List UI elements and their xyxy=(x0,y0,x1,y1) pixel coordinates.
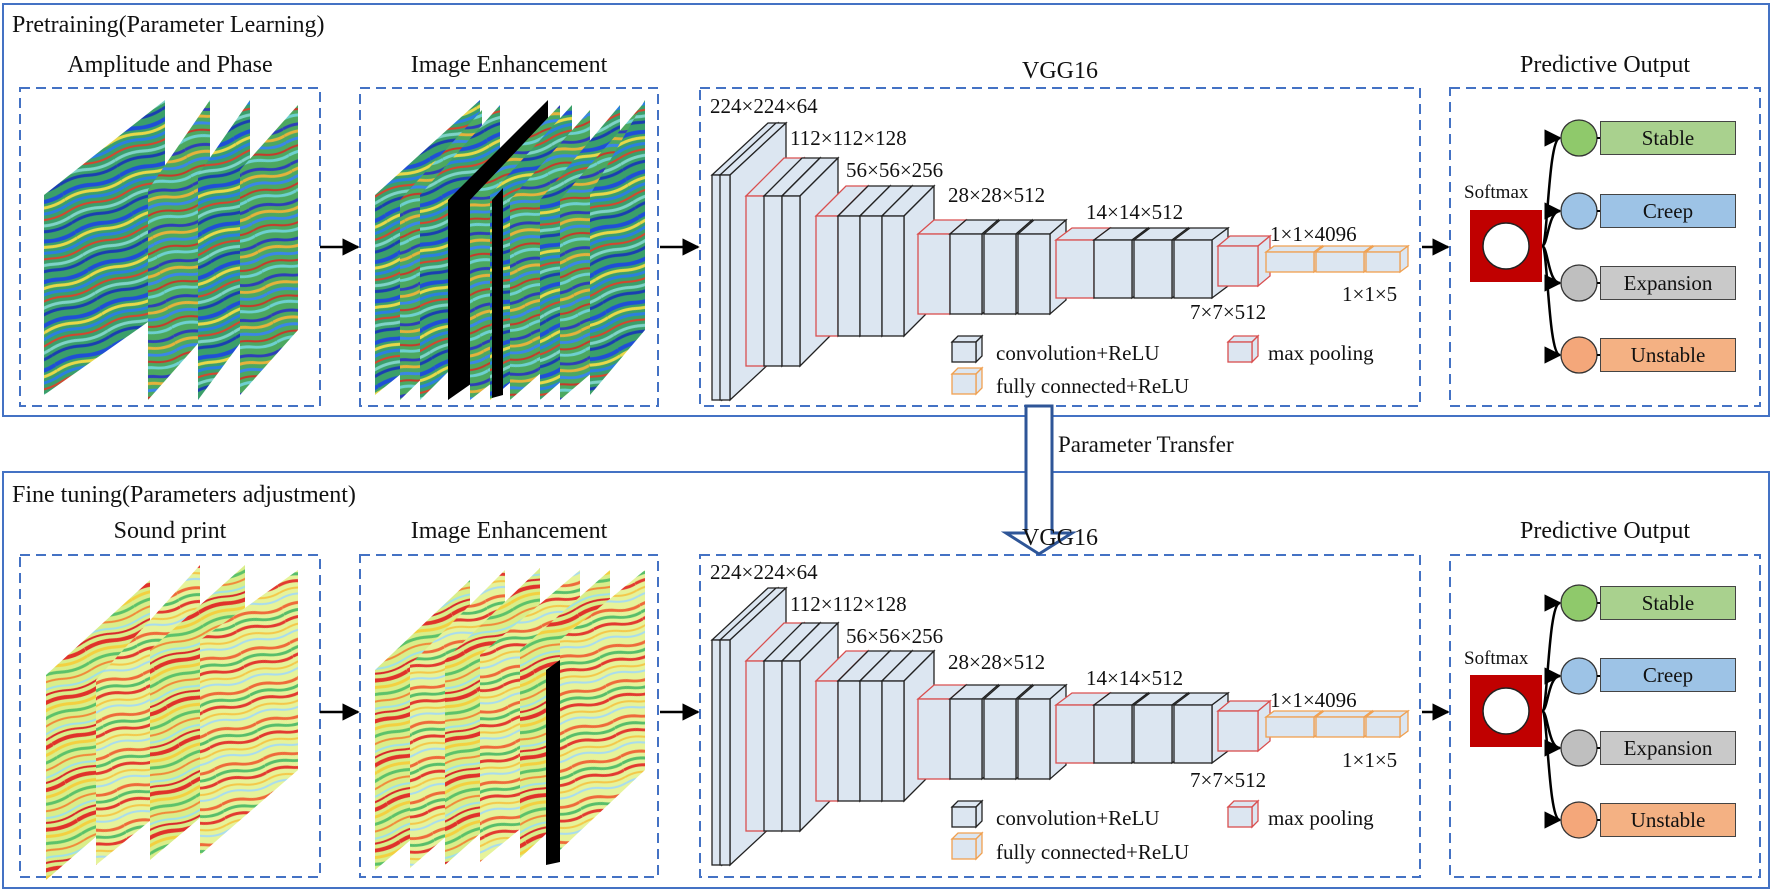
top-fc3 xyxy=(1364,244,1410,274)
bottom-enhanced-images xyxy=(375,568,645,870)
bottom-legend-fc-icon xyxy=(950,831,984,861)
top-legend-pool-icon xyxy=(1226,334,1260,364)
bottom-legend-conv-label: convolution+ReLU xyxy=(996,806,1160,830)
bottom-predictive-output-title: Predictive Output xyxy=(1520,518,1690,544)
parameter-transfer-label: Parameter Transfer xyxy=(1058,432,1234,457)
sound-print-title: Sound print xyxy=(113,518,227,544)
top-dim-4096: 1×1×4096 xyxy=(1270,222,1357,246)
top-dim-5: 1×1×5 xyxy=(1342,282,1398,306)
bottom-fc3 xyxy=(1364,709,1410,739)
top-softmax-label: Softmax xyxy=(1464,182,1529,203)
finetuning-panel xyxy=(2,471,1770,889)
bottom-softmax-node xyxy=(1482,687,1530,735)
top-node-expansion xyxy=(1560,264,1598,302)
top-class-expansion: Expansion xyxy=(1600,266,1736,300)
top-legend-conv-label: convolution+ReLU xyxy=(996,341,1160,365)
bottom-dim-56: 56×56×256 xyxy=(846,624,944,648)
bottom-dim-4096: 1×1×4096 xyxy=(1270,688,1357,712)
bottom-dim-28: 28×28×512 xyxy=(948,650,1046,674)
vgg16-bottom-network xyxy=(710,586,1410,867)
bottom-class-stable: Stable xyxy=(1600,586,1736,620)
bottom-class-unstable: Unstable xyxy=(1600,803,1736,837)
sound-print-images xyxy=(46,565,298,880)
pretraining-panel-label: Pretraining(Parameter Learning) xyxy=(12,12,325,38)
top-pool5 xyxy=(1216,234,1272,288)
top-class-creep: Creep xyxy=(1600,194,1736,228)
bottom-fc1 xyxy=(1264,709,1324,739)
bottom-legend-pool-label: max pooling xyxy=(1268,806,1374,830)
finetuning-panel-label: Fine tuning(Parameters adjustment) xyxy=(12,482,356,508)
top-class-unstable: Unstable xyxy=(1600,338,1736,372)
bottom-enhancement-title: Image Enhancement xyxy=(410,518,608,544)
bottom-fc2 xyxy=(1314,709,1374,739)
bottom-class-expansion: Expansion xyxy=(1600,731,1736,765)
top-dim-224: 224×224×64 xyxy=(710,94,818,118)
bottom-legend-pool-icon xyxy=(1226,799,1260,829)
parameter-transfer-arrow xyxy=(1000,404,1078,556)
pretraining-panel xyxy=(2,3,1770,417)
bottom-dim-5: 1×1×5 xyxy=(1342,748,1398,772)
amplitude-phase-images xyxy=(44,100,298,400)
bottom-node-expansion xyxy=(1560,729,1598,767)
bottom-arrow-stable xyxy=(1540,594,1562,713)
bottom-softmax-label: Softmax xyxy=(1464,648,1529,669)
bottom-node-creep xyxy=(1560,657,1598,695)
bottom-node-unstable xyxy=(1560,801,1598,839)
top-legend-pool-label: max pooling xyxy=(1268,341,1374,365)
top-dim-7: 7×7×512 xyxy=(1190,300,1267,324)
top-output-tree xyxy=(1470,119,1600,374)
bottom-legend-fc-label: fully connected+ReLU xyxy=(996,840,1190,864)
bottom-node-stable xyxy=(1560,584,1598,622)
bottom-dim-224: 224×224×64 xyxy=(710,560,818,584)
bottom-vgg16-title: VGG16 xyxy=(1022,525,1098,551)
bottom-arrow-unstable xyxy=(1540,709,1562,829)
top-arrow-stable xyxy=(1540,129,1562,248)
bottom-dim-14: 14×14×512 xyxy=(1086,666,1184,690)
top-node-unstable xyxy=(1560,336,1598,374)
amplitude-phase-title: Amplitude and Phase xyxy=(67,52,273,78)
top-arrow-unstable xyxy=(1540,244,1562,364)
top-legend-fc-icon xyxy=(950,366,984,396)
top-stage-boxes xyxy=(19,87,1761,407)
top-predictive-output-title: Predictive Output xyxy=(1520,52,1690,78)
top-arrow-creep xyxy=(1541,202,1562,248)
bottom-dim-7: 7×7×512 xyxy=(1190,768,1267,792)
top-dim-14: 14×14×512 xyxy=(1086,200,1184,224)
top-fc1 xyxy=(1264,244,1324,274)
top-vgg16-title: VGG16 xyxy=(1022,58,1098,84)
bottom-dim-112: 112×112×128 xyxy=(790,592,907,616)
bottom-pool5 xyxy=(1216,699,1272,753)
bottom-class-creep: Creep xyxy=(1600,658,1736,692)
bottom-output-tree xyxy=(1470,584,1600,839)
top-node-creep xyxy=(1560,192,1598,230)
top-enhancement-title: Image Enhancement xyxy=(410,52,608,78)
top-class-stable: Stable xyxy=(1600,121,1736,155)
top-dim-56: 56×56×256 xyxy=(846,158,944,182)
top-legend-fc-label: fully connected+ReLU xyxy=(996,374,1190,398)
top-legend-conv-icon xyxy=(950,334,984,364)
top-node-stable xyxy=(1560,119,1598,157)
top-fc2 xyxy=(1314,244,1374,274)
bottom-arrow-creep xyxy=(1541,667,1562,713)
top-softmax-node xyxy=(1482,222,1530,270)
top-dim-112: 112×112×128 xyxy=(790,126,907,150)
bottom-stage-boxes xyxy=(19,554,1761,878)
top-enhanced-images xyxy=(375,100,645,400)
bottom-legend-conv-icon xyxy=(950,799,984,829)
top-dim-28: 28×28×512 xyxy=(948,183,1046,207)
top-conv3c xyxy=(880,184,936,338)
vgg16-top-network xyxy=(710,121,1410,402)
